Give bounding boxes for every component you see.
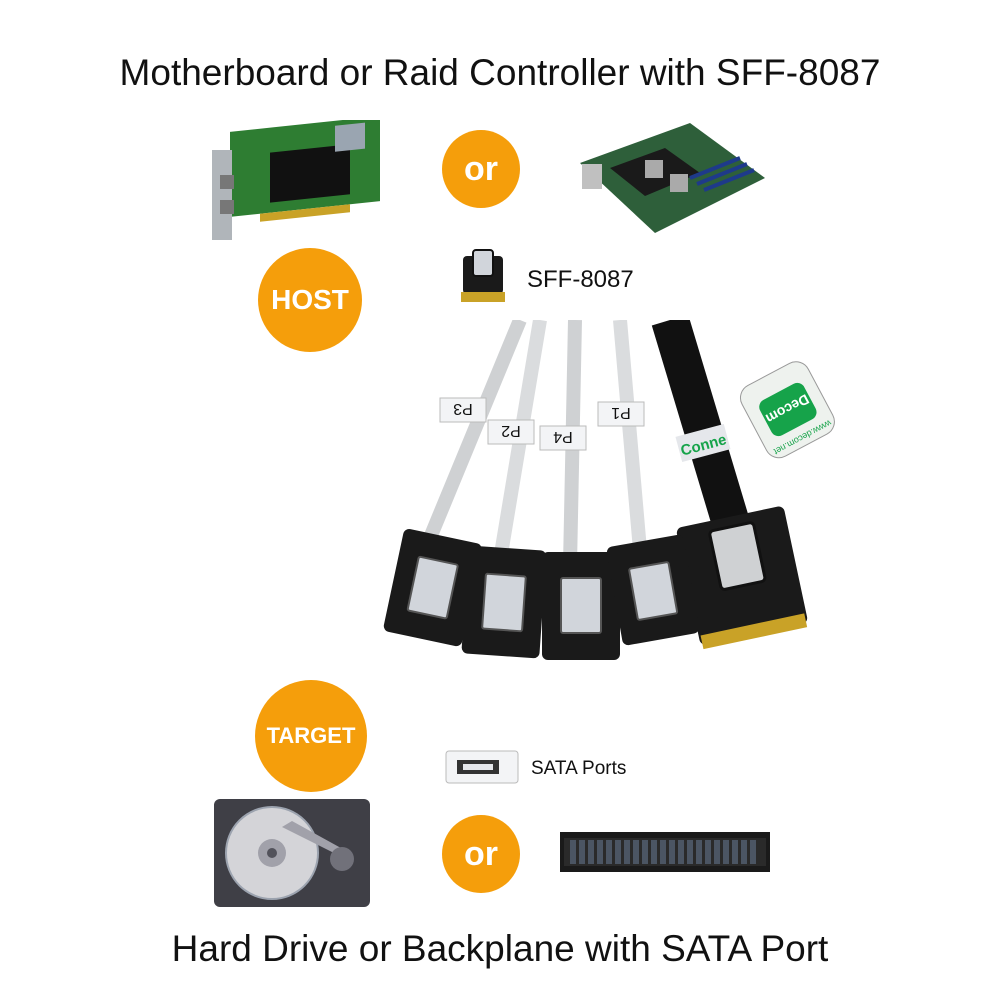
- motherboard-icon: [570, 118, 770, 238]
- backplane-server-icon: [560, 828, 770, 876]
- host-badge: HOST: [258, 248, 362, 352]
- sata-label: SATA Ports: [531, 758, 627, 779]
- sff-8087-connector-icon: [455, 248, 511, 308]
- decom-tag: Decom www.decom.net: [739, 361, 835, 459]
- top-title: Motherboard or Raid Controller with SFF-…: [119, 52, 881, 93]
- tag-p2: P2: [487, 419, 535, 445]
- bottom-title: Hard Drive or Backplane with SATA Port: [171, 928, 829, 969]
- tag-p4-text: P4: [553, 428, 573, 445]
- or-badge-bottom: or: [442, 815, 520, 893]
- hard-drive-icon: [212, 797, 372, 909]
- breakout-cable-icon: P3 P2 P4 P1 Decom www.decom.net Conne: [370, 320, 850, 670]
- sff-label: SFF-8087: [527, 266, 634, 293]
- tag-p1-text: P1: [611, 404, 631, 421]
- raid-card-icon: [200, 120, 390, 240]
- tag-p1: P1: [597, 401, 645, 427]
- tag-p3-text: P3: [453, 400, 473, 417]
- or-badge-top: or: [442, 130, 520, 208]
- target-badge: TARGET: [255, 680, 367, 792]
- tag-p4: P4: [539, 425, 587, 451]
- tag-p2-text: P2: [501, 422, 521, 439]
- tag-p3: P3: [439, 397, 487, 423]
- sata-port-icon: [445, 750, 519, 784]
